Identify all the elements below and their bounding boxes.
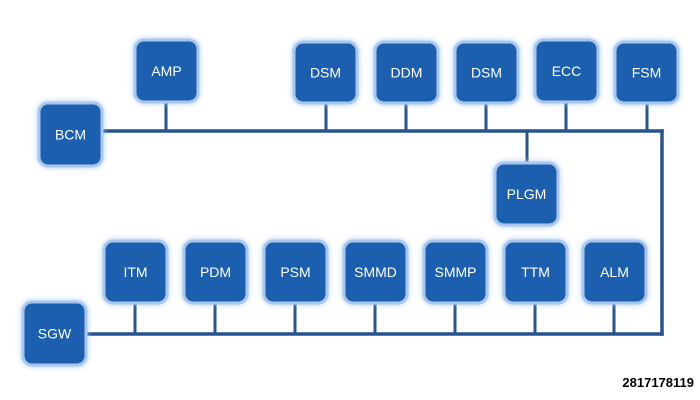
- module-label-ddm: DDM: [391, 65, 423, 81]
- module-label-amp: AMP: [151, 63, 181, 79]
- module-label-pdm: PDM: [200, 264, 231, 280]
- module-dsm-2: DSM: [453, 40, 520, 105]
- module-label-sgw: SGW: [38, 326, 72, 342]
- module-label-psm: PSM: [280, 264, 310, 280]
- module-itm: ITM: [102, 239, 169, 305]
- module-label-plgm: PLGM: [507, 186, 547, 202]
- module-label-dsm-1: DSM: [310, 65, 341, 81]
- module-label-fsm: FSM: [632, 65, 662, 81]
- module-pdm: PDM: [182, 239, 249, 305]
- module-bcm: BCM: [37, 101, 104, 168]
- module-label-ttm: TTM: [521, 264, 550, 280]
- module-psm: PSM: [262, 239, 329, 305]
- module-dsm-1: DSM: [292, 40, 359, 105]
- module-label-itm: ITM: [123, 264, 147, 280]
- module-label-bcm: BCM: [55, 127, 86, 143]
- module-plgm: PLGM: [493, 161, 560, 227]
- connection-stubs: [133, 101, 649, 334]
- module-ttm: TTM: [502, 239, 569, 305]
- module-smmd: SMMD: [342, 239, 409, 305]
- module-label-dsm-2: DSM: [471, 65, 502, 81]
- module-ecc: ECC: [533, 38, 600, 104]
- module-label-alm: ALM: [600, 264, 629, 280]
- module-ddm: DDM: [373, 40, 440, 105]
- module-alm: ALM: [581, 239, 648, 305]
- module-label-smmp: SMMP: [435, 264, 477, 280]
- module-smmp: SMMP: [422, 239, 489, 305]
- module-fsm: FSM: [613, 40, 680, 105]
- figure-id: 2817178119: [622, 375, 694, 390]
- module-amp: AMP: [133, 38, 200, 104]
- module-label-ecc: ECC: [552, 63, 582, 79]
- module-sgw: SGW: [21, 300, 88, 367]
- module-label-smmd: SMMD: [354, 264, 397, 280]
